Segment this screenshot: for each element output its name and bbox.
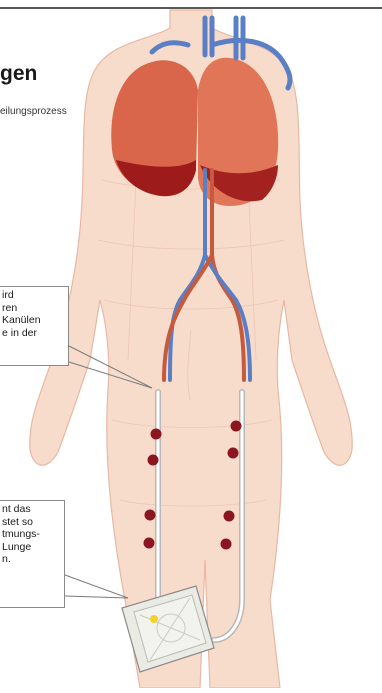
page-title: gen: [0, 62, 37, 86]
page-subtitle: eilungsprozess: [0, 106, 67, 117]
callout-line: e in der: [2, 327, 64, 340]
cannula-callout: ird ren Kanülen e in der: [0, 286, 69, 366]
device-callout: nt das stet so tmungs- Lunge n.: [0, 500, 65, 608]
callout-line: stet so: [2, 516, 60, 529]
callout-line: nt das: [2, 503, 60, 516]
callout-line: Kanülen: [2, 314, 64, 327]
callout-line: tmungs-: [2, 528, 60, 541]
callout-line: Lunge: [2, 541, 60, 554]
callout-line: ren: [2, 302, 64, 315]
callout-line: ird: [2, 289, 64, 302]
callout-line: n.: [2, 553, 60, 566]
